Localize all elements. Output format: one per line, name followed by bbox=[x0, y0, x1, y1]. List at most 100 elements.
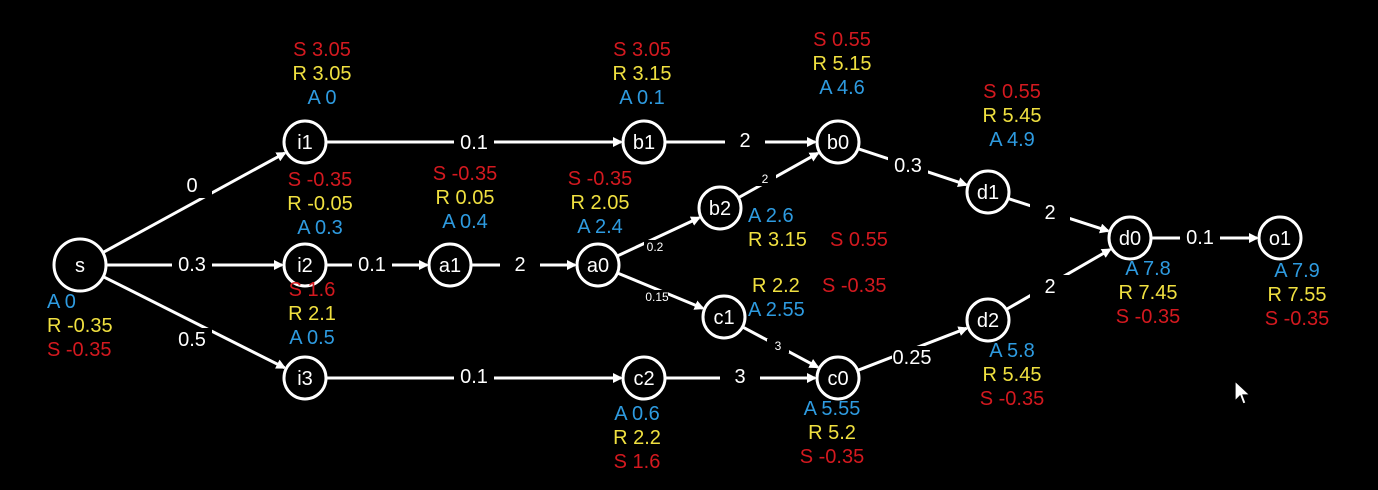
edge-label-bg bbox=[646, 290, 668, 304]
node-b2: b2 bbox=[697, 185, 743, 231]
annotation-o1-r: R 7.55 bbox=[1268, 284, 1327, 306]
node-c1: c1 bbox=[701, 294, 747, 340]
node-o1: o1 bbox=[1257, 215, 1303, 261]
annotation-d1-a: A 4.9 bbox=[989, 129, 1035, 151]
node-label: b0 bbox=[827, 132, 849, 154]
annotation-i3-s: S 1.6 bbox=[289, 279, 336, 301]
node-a1: a1 bbox=[427, 242, 473, 288]
edge-weight-c1-c0: 3 bbox=[775, 339, 782, 353]
annotation-d0-r: R 7.45 bbox=[1119, 282, 1178, 304]
annotation-b2-r: R 3.15 bbox=[748, 229, 807, 251]
annotation-d1-s: S 0.55 bbox=[983, 81, 1041, 103]
node-label: d1 bbox=[977, 182, 999, 204]
edge-label-bg bbox=[644, 240, 666, 254]
annotation-s-r: R -0.35 bbox=[47, 315, 113, 337]
annotation-c2-a: A 0.6 bbox=[614, 403, 660, 425]
edge-weight-s-i3: 0.5 bbox=[178, 329, 206, 351]
node-circle bbox=[697, 185, 743, 231]
node-circle bbox=[815, 119, 861, 165]
edge-label-bg bbox=[892, 346, 932, 370]
edge-weight-i2-a1: 0.1 bbox=[358, 254, 386, 276]
annotation-o1-a: A 7.9 bbox=[1274, 260, 1320, 282]
node-a0: a0 bbox=[575, 242, 621, 288]
annotation-i1-a: A 0 bbox=[308, 87, 337, 109]
node-c0: c0 bbox=[815, 355, 861, 401]
edge-weight-d0-o1: 0.1 bbox=[1186, 227, 1214, 249]
edge-weight-b0-d1: 0.3 bbox=[894, 155, 922, 177]
edge-label-bg bbox=[352, 253, 392, 277]
node-label: a0 bbox=[587, 255, 609, 277]
annotation-c1-a: A 2.55 bbox=[748, 299, 805, 321]
node-label: d2 bbox=[977, 310, 999, 332]
annotation-s-a: A 0 bbox=[47, 291, 76, 313]
mouse-pointer-icon bbox=[1234, 380, 1252, 405]
edge-label-bg bbox=[454, 365, 494, 389]
node-circle bbox=[965, 169, 1011, 215]
node-b0: b0 bbox=[815, 119, 861, 165]
edge-label-bg bbox=[500, 253, 540, 277]
edge-a0-b2 bbox=[616, 216, 701, 258]
annotation-a1-s: S -0.35 bbox=[433, 163, 497, 185]
annotation-a0-r: R 2.05 bbox=[571, 192, 630, 214]
node-label: o1 bbox=[1269, 228, 1291, 250]
edge-label-bg bbox=[1030, 275, 1070, 299]
node-circle bbox=[427, 242, 473, 288]
annotation-s-s: S -0.35 bbox=[47, 339, 111, 361]
annotation-c1-r: R 2.2 bbox=[752, 275, 800, 297]
edge-weight-s-i1: 0 bbox=[186, 175, 197, 197]
node-i1: i1 bbox=[282, 119, 328, 165]
node-label: i2 bbox=[297, 255, 313, 277]
edge-weight-b1-b0: 2 bbox=[739, 130, 750, 152]
node-circle bbox=[701, 294, 747, 340]
edge-label-bg bbox=[720, 365, 760, 389]
node-circle bbox=[282, 119, 328, 165]
edge-label-bg bbox=[725, 129, 765, 153]
annotation-d2-a: A 5.8 bbox=[989, 340, 1035, 362]
annotation-i3-a: A 0.5 bbox=[289, 327, 335, 349]
edge-weight-s-i2: 0.3 bbox=[178, 254, 206, 276]
node-d2: d2 bbox=[965, 297, 1011, 343]
edge-weight-a1-a0: 2 bbox=[514, 254, 525, 276]
annotation-i2-a: A 0.3 bbox=[297, 217, 343, 239]
node-i3: i3 bbox=[282, 355, 328, 401]
edge-s-i1 bbox=[102, 151, 287, 254]
annotation-d0-a: A 7.8 bbox=[1125, 258, 1171, 280]
annotation-c0-r: R 5.2 bbox=[808, 422, 856, 444]
node-circle bbox=[52, 237, 108, 293]
annotation-i3-r: R 2.1 bbox=[288, 303, 336, 325]
edge-weight-c2-c0: 3 bbox=[734, 366, 745, 388]
edges-layer bbox=[102, 137, 1259, 383]
edge-weight-c0-d2: 0.25 bbox=[893, 347, 932, 369]
edge-weight-d1-d0: 2 bbox=[1044, 202, 1055, 224]
edge-weight-d2-d0: 2 bbox=[1044, 276, 1055, 298]
node-circle bbox=[575, 242, 621, 288]
edge-label-bg bbox=[888, 154, 928, 178]
annotation-c2-r: R 2.2 bbox=[613, 427, 661, 449]
annotation-c2-s: S 1.6 bbox=[614, 451, 661, 473]
annotation-b1-a: A 0.1 bbox=[619, 87, 665, 109]
node-circle bbox=[621, 355, 667, 401]
edge-b2-b0 bbox=[737, 151, 820, 200]
node-label: d0 bbox=[1119, 228, 1141, 250]
node-i2: i2 bbox=[282, 242, 328, 288]
edge-label-bg bbox=[1180, 226, 1220, 250]
annotation-b1-s: S 3.05 bbox=[613, 39, 671, 61]
node-circle bbox=[815, 355, 861, 401]
node-circle bbox=[1107, 215, 1153, 261]
edge-label-bg bbox=[767, 339, 789, 353]
edge-weight-b2-b0: 2 bbox=[762, 172, 769, 186]
node-circle bbox=[282, 355, 328, 401]
node-circle bbox=[1257, 215, 1303, 261]
node-s: s bbox=[52, 237, 108, 293]
node-label: b2 bbox=[709, 198, 731, 220]
edge-s-i3 bbox=[102, 275, 287, 370]
annotation-c1-s: S -0.35 bbox=[822, 275, 886, 297]
edge-weight-a0-b2: 0.2 bbox=[647, 240, 664, 254]
annotation-b0-r: R 5.15 bbox=[813, 53, 872, 75]
annotation-i2-s: S -0.35 bbox=[288, 169, 352, 191]
annotation-b0-a: A 4.6 bbox=[819, 77, 865, 99]
annotation-a0-a: A 2.4 bbox=[577, 216, 623, 238]
